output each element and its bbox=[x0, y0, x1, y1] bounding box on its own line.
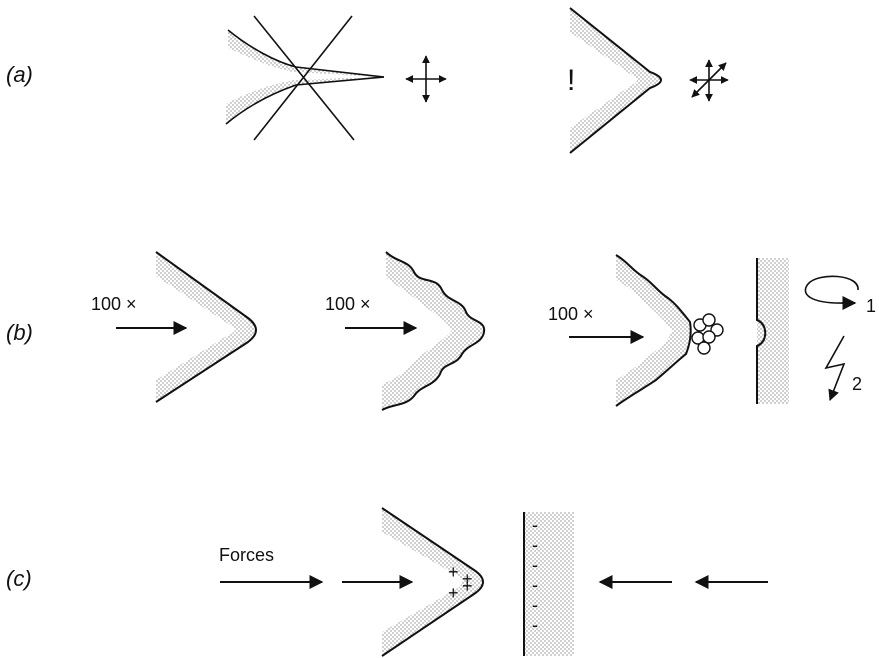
lightning-icon bbox=[824, 335, 846, 402]
cross-line-2 bbox=[253, 15, 353, 141]
four-way-arrows-icon bbox=[405, 55, 447, 103]
repeat-label-2: 100 × bbox=[325, 294, 371, 314]
wall-charge-4: - bbox=[532, 575, 538, 595]
sample-surface-b bbox=[756, 258, 789, 404]
wall-charges: - - - - - - bbox=[532, 515, 538, 635]
tip-b3-debris bbox=[615, 254, 692, 407]
wall-charge-2: - bbox=[532, 535, 538, 555]
eight-way-arrows-icon bbox=[689, 59, 729, 102]
wall-charge-6: - bbox=[532, 615, 538, 635]
panel-b-label: (b) bbox=[6, 320, 33, 345]
tip-c-charged bbox=[381, 507, 484, 657]
repeat-label-1: 100 × bbox=[91, 294, 137, 314]
tip-charge-2: + bbox=[462, 569, 473, 589]
lightning-label: 2 bbox=[852, 374, 862, 394]
tip-b1 bbox=[155, 251, 257, 403]
rotation-arrow-icon bbox=[804, 275, 859, 310]
panel-a-label: (a) bbox=[6, 62, 33, 87]
wall-charge-1: - bbox=[532, 515, 538, 535]
repeat-label-3: 100 × bbox=[548, 304, 594, 324]
forces-label: Forces bbox=[219, 545, 274, 565]
tip-charge-4: + bbox=[462, 576, 473, 596]
debris-particles bbox=[691, 313, 724, 355]
sharp-tip-crossed bbox=[225, 15, 385, 141]
exclamation-mark: ! bbox=[567, 64, 575, 97]
sample-surface-c bbox=[523, 512, 574, 656]
tip-charge-1: + bbox=[448, 562, 459, 582]
tip-b2-worn bbox=[381, 251, 486, 411]
wall-charge-3: - bbox=[532, 555, 538, 575]
wall-charge-5: - bbox=[532, 595, 538, 615]
blunt-tip bbox=[569, 7, 662, 154]
tip-charge-3: + bbox=[448, 583, 459, 603]
rotation-label: 1 bbox=[866, 296, 876, 316]
tip-charges: + + + + bbox=[448, 562, 473, 603]
panel-c-label: (c) bbox=[6, 566, 32, 591]
